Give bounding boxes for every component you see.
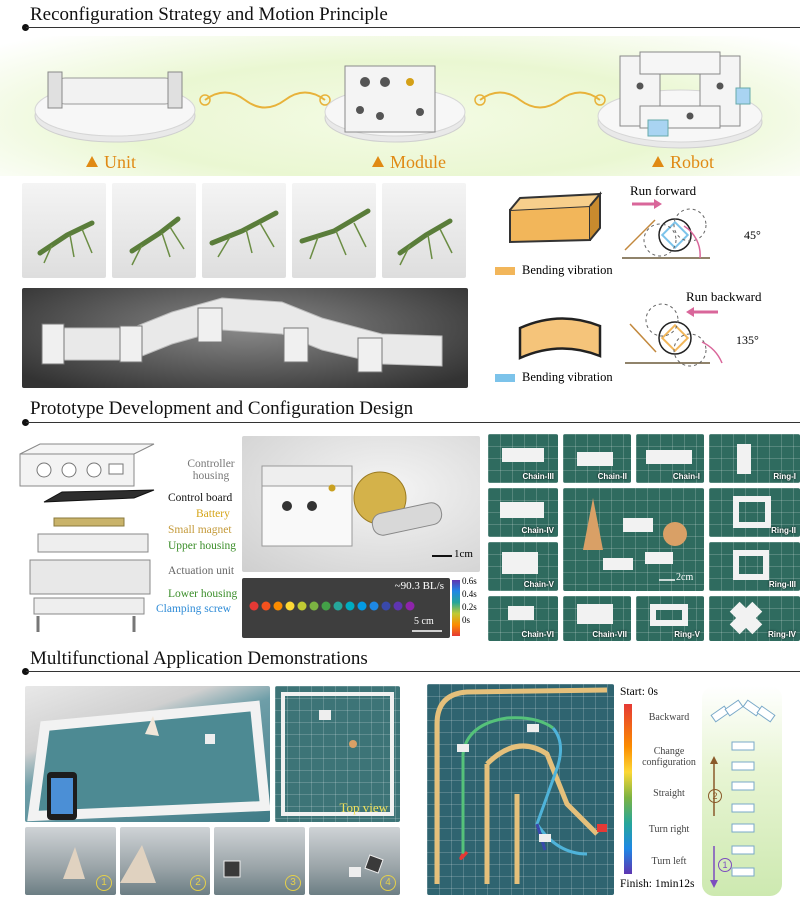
section-rule <box>26 27 800 28</box>
finish-label: Finish: 1min12s <box>620 878 695 890</box>
step-1-badge: 1 <box>718 858 732 872</box>
config-tile: Ring-I <box>709 434 800 483</box>
pool-top-view-photo: Top view <box>275 686 400 822</box>
section-title-applications: Multifunctional Application Demonstratio… <box>30 648 368 669</box>
label-actuation-unit: Actuation unit <box>168 565 235 577</box>
section-dot <box>22 419 29 426</box>
label-control-board: Control board <box>168 492 233 504</box>
mantis-frame-5 <box>382 183 466 278</box>
section-rule <box>26 422 800 423</box>
colorbar-tick: 0.2s <box>462 602 477 612</box>
scale-1cm: 1cm <box>454 548 473 560</box>
mantis-frame-1 <box>22 183 106 278</box>
angle-backward-label: 135° <box>736 333 759 347</box>
config-tile: Ring-IV <box>709 596 800 641</box>
label-upper-housing: Upper housing <box>168 540 237 552</box>
label-lower-housing: Lower housing <box>168 588 238 600</box>
section-dot <box>22 24 29 31</box>
label-controller-housing: Controller housing <box>187 458 235 482</box>
config-tile: Chain-VII <box>563 596 631 641</box>
run-forward-label: Run forward <box>630 183 697 198</box>
config-tile: Chain-I <box>636 434 704 483</box>
start-label: Start: 0s <box>620 686 659 698</box>
section-title-reconfiguration: Reconfiguration Strategy and Motion Prin… <box>30 4 388 25</box>
run-backward-label: Run backward <box>686 289 762 304</box>
angle-forward-label: 45° <box>744 228 761 242</box>
config-tile: Chain-V <box>488 542 558 591</box>
bending-label-top: Bending vibration <box>522 263 613 277</box>
mantis-frame-2 <box>112 183 196 278</box>
config-tile: Chain-VI <box>488 596 558 641</box>
demo-frame-4: 4 <box>309 827 400 895</box>
config-change-panel: 2 1 <box>702 686 782 896</box>
bending-label-bottom: Bending vibration <box>522 370 613 384</box>
config-tile: Chain-II <box>563 434 631 483</box>
maze-trajectory <box>434 687 608 884</box>
config-tile: Ring-V <box>636 596 704 641</box>
stage-label-module: Module <box>372 152 446 173</box>
section-dot <box>22 668 29 675</box>
stage-label-robot: Robot <box>652 152 714 173</box>
scale-5cm: 5 cm <box>414 616 434 627</box>
unit-bending-sequence <box>22 288 468 388</box>
speed-trail-dots <box>249 601 442 632</box>
exploded-view-diagram <box>19 443 155 632</box>
section-rule <box>26 671 800 672</box>
speed-label: ~90.3 BL/s <box>394 580 444 592</box>
config-tile-large: 2cm <box>563 488 704 591</box>
config-tile: Chain-III <box>488 434 558 483</box>
unit-module-robot-illustration <box>34 51 763 149</box>
legend-straight: Straight <box>653 788 685 799</box>
legend-turn-left: Turn left <box>651 856 687 867</box>
mantis-frame-4 <box>292 183 376 278</box>
section-title-prototype: Prototype Development and Configuration … <box>30 398 414 419</box>
colorbar-ticks: 0.6s 0.4s 0.2s 0s <box>462 575 477 627</box>
top-view-label: Top view <box>339 800 388 815</box>
label-battery: Battery <box>196 508 230 520</box>
config-tile: Chain-IV <box>488 488 558 537</box>
demo-frame-1: 1 <box>25 827 116 895</box>
step-2-badge: 2 <box>708 789 722 803</box>
maze-photo <box>427 684 614 895</box>
config-tile: Ring-II <box>709 488 800 537</box>
motion-principle-diagram <box>495 191 723 382</box>
label-clamping-screw: Clamping screw <box>156 603 232 615</box>
colorbar-tick: 0s <box>462 615 471 625</box>
config-tile: Ring-III <box>709 542 800 591</box>
demo-frame-2: 2 <box>120 827 210 895</box>
time-colorbar <box>452 580 460 636</box>
colorbar-tick: 0.4s <box>462 589 477 599</box>
demo-frame-3: 3 <box>214 827 305 895</box>
behavior-colorbar <box>624 704 632 874</box>
speed-trail-photo: ~90.3 BL/s 5 cm <box>242 578 450 638</box>
legend-change-configuration: Change configuration <box>642 746 696 768</box>
mantis-frame-3 <box>202 183 286 278</box>
pool-side-photo <box>25 686 270 822</box>
label-small-magnet: Small magnet <box>168 524 232 536</box>
legend-turn-right: Turn right <box>648 824 690 835</box>
prototype-photo: 1cm <box>242 436 480 572</box>
stage-label-unit: Unit <box>86 152 136 173</box>
colorbar-tick: 0.6s <box>462 576 477 586</box>
legend-backward: Backward <box>648 712 690 723</box>
